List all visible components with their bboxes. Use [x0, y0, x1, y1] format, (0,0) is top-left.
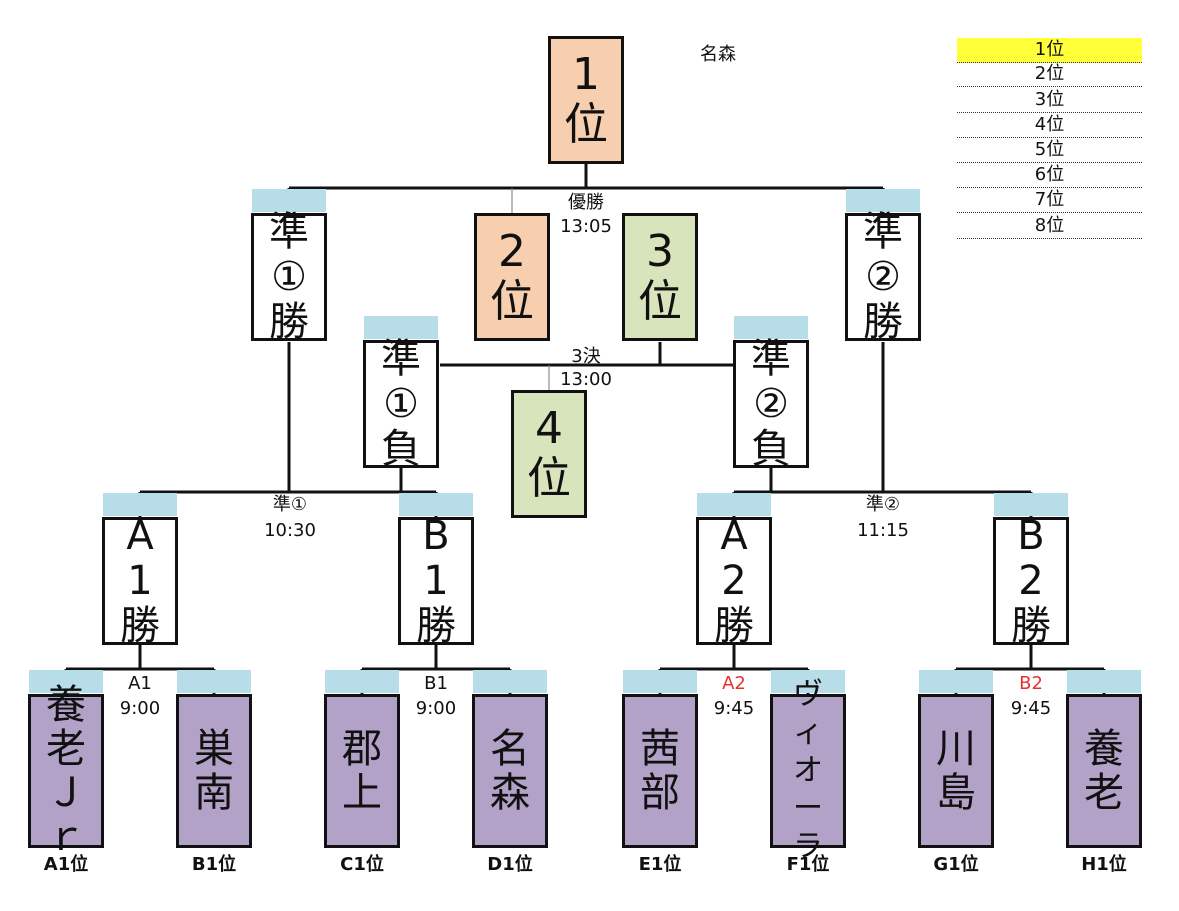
rank-4: 4位 — [957, 113, 1142, 138]
third-place-time: 13:00 — [560, 369, 612, 390]
quarter-a2-label: A2 — [722, 673, 746, 694]
seed-label: F1位 — [786, 854, 830, 875]
rank-5: 5位 — [957, 138, 1142, 163]
venue-label: 名森 — [700, 44, 736, 65]
tab — [771, 670, 845, 693]
third-place-label: 3決 — [571, 346, 601, 367]
quarter-b2-time: 9:45 — [1010, 698, 1052, 719]
rank-3: 3位 — [957, 88, 1142, 113]
tab — [697, 493, 771, 516]
seed-label: A1位 — [43, 854, 89, 875]
seed-label: G1位 — [933, 854, 979, 875]
quarter-a1-winner-box: A 1 勝 — [102, 513, 178, 648]
first-place-box: 1 位 — [548, 36, 624, 164]
second-place-box: 2 位 — [474, 213, 550, 341]
quarter-a1-time: 9:00 — [119, 698, 161, 719]
final-label: 優勝 — [568, 192, 604, 213]
tab — [29, 670, 103, 693]
tab — [473, 670, 547, 693]
rank-8: 8位 — [957, 214, 1142, 239]
quarter-b1-time: 9:00 — [415, 698, 457, 719]
quarter-a2-winner-box: A 2 勝 — [696, 513, 772, 648]
semifinal-1-label: 準① — [272, 494, 308, 515]
rank-6: 6位 — [957, 163, 1142, 188]
team-box: 茜 部 — [622, 694, 698, 848]
semifinal-2-winner-box: 準 ② 勝 — [845, 209, 921, 344]
seed-label: E1位 — [638, 854, 682, 875]
rank-7: 7位 — [957, 188, 1142, 213]
third-place-box: 3 位 — [622, 213, 698, 341]
semifinal-2-label: 準② — [865, 494, 901, 515]
semifinal-1-time: 10:30 — [264, 520, 316, 541]
team-box: 養 老 Ｊ ｒ — [28, 683, 104, 859]
tab — [364, 316, 438, 339]
tab — [994, 493, 1068, 516]
tab — [623, 670, 697, 693]
team-box: 養 老 — [1066, 694, 1142, 848]
tab — [103, 493, 177, 516]
quarter-b1-label: B1 — [424, 673, 448, 694]
semifinal-1-winner-box: 準 ① 勝 — [251, 209, 327, 344]
fourth-place-box: 4 位 — [511, 390, 587, 518]
quarter-b2-winner-box: B 2 勝 — [993, 513, 1069, 648]
quarter-a1-label: A1 — [128, 673, 152, 694]
seed-label: H1位 — [1081, 854, 1127, 875]
team-box: 郡 上 — [324, 694, 400, 848]
team-box: ヴ ィ オ ー ラ — [770, 677, 846, 864]
tab — [177, 670, 251, 693]
quarter-b2-label: B2 — [1019, 673, 1043, 694]
semifinal-2-loser-box: 準 ② 負 — [733, 336, 809, 471]
team-box: 巣 南 — [176, 694, 252, 848]
tab — [325, 670, 399, 693]
team-box: 名 森 — [472, 694, 548, 848]
team-box: 川 島 — [918, 694, 994, 848]
tab — [252, 189, 326, 212]
tab — [919, 670, 993, 693]
quarter-a2-time: 9:45 — [713, 698, 755, 719]
final-time: 13:05 — [560, 216, 612, 237]
seed-label: B1位 — [191, 854, 237, 875]
tab — [1067, 670, 1141, 693]
semifinal-1-loser-box: 準 ① 負 — [363, 336, 439, 471]
rank-2: 2位 — [957, 62, 1142, 87]
tab — [399, 493, 473, 516]
seed-label: D1位 — [487, 854, 533, 875]
quarter-b1-winner-box: B 1 勝 — [398, 513, 474, 648]
seed-label: C1位 — [340, 854, 384, 875]
rank-1: 1位 — [957, 38, 1142, 63]
semifinal-2-time: 11:15 — [857, 520, 909, 541]
tab — [734, 316, 808, 339]
tab — [846, 189, 920, 212]
